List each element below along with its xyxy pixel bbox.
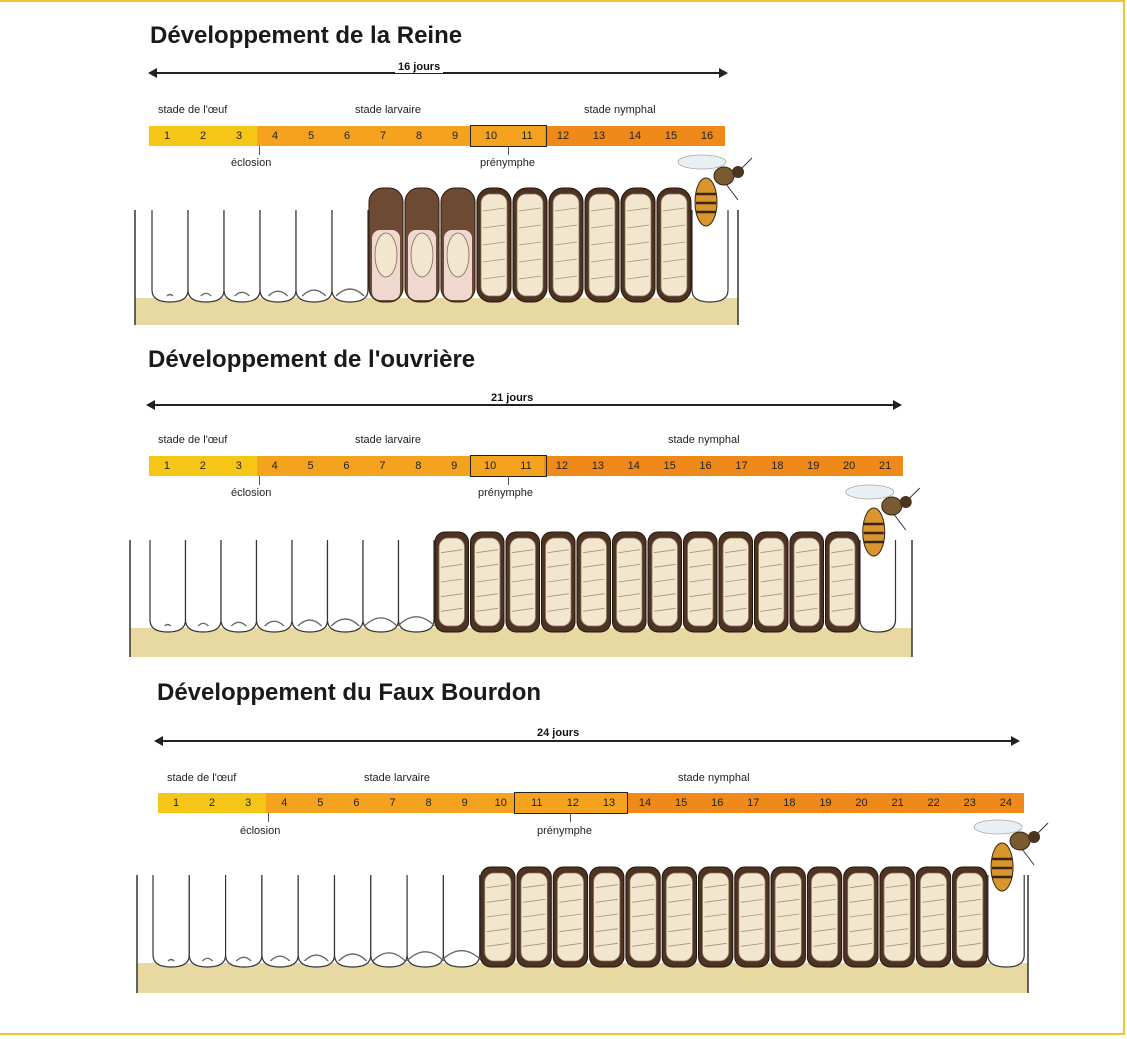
open-cell	[296, 210, 332, 302]
bee-thorax	[882, 497, 902, 515]
open-cell	[257, 540, 293, 632]
open-cell	[328, 540, 364, 632]
open-cell	[188, 210, 224, 302]
bee-wing	[846, 485, 894, 499]
bee-leg	[894, 514, 906, 530]
open-cell	[221, 540, 257, 632]
larva	[447, 233, 469, 277]
open-cell	[186, 540, 222, 632]
bee-leg	[1022, 849, 1034, 865]
larva	[375, 233, 397, 277]
open-cell	[150, 540, 186, 632]
bee-antenna	[1038, 823, 1048, 833]
open-cell	[298, 875, 334, 967]
open-cell	[292, 540, 328, 632]
open-cell	[152, 210, 188, 302]
open-cell	[332, 210, 368, 302]
bee-thorax	[714, 167, 734, 185]
brood-comb-illustration	[0, 675, 1127, 1035]
bee-thorax	[1010, 832, 1030, 850]
comb-base	[135, 298, 738, 325]
brood-comb-illustration	[0, 0, 1127, 340]
larva	[411, 233, 433, 277]
open-cell	[224, 210, 260, 302]
bee-wing	[678, 155, 726, 169]
section-drone: Développement du Faux Bourdon 24 jours s…	[0, 675, 1127, 1035]
bee-antenna	[910, 488, 920, 498]
open-cell	[399, 540, 435, 632]
section-queen: Développement de la Reine 16 jours stade…	[0, 0, 1127, 340]
open-cell	[443, 875, 479, 967]
open-cell	[226, 875, 262, 967]
open-cell	[407, 875, 443, 967]
open-cell	[260, 210, 296, 302]
open-cell	[153, 875, 189, 967]
section-worker: Développement de l'ouvrière 21 jours sta…	[0, 340, 1127, 675]
open-cell	[189, 875, 225, 967]
bee-wing	[974, 820, 1022, 834]
open-cell	[262, 875, 298, 967]
bee-leg	[726, 184, 738, 200]
brood-comb-illustration	[0, 340, 1127, 675]
open-cell	[335, 875, 371, 967]
bee-antenna	[742, 158, 752, 168]
